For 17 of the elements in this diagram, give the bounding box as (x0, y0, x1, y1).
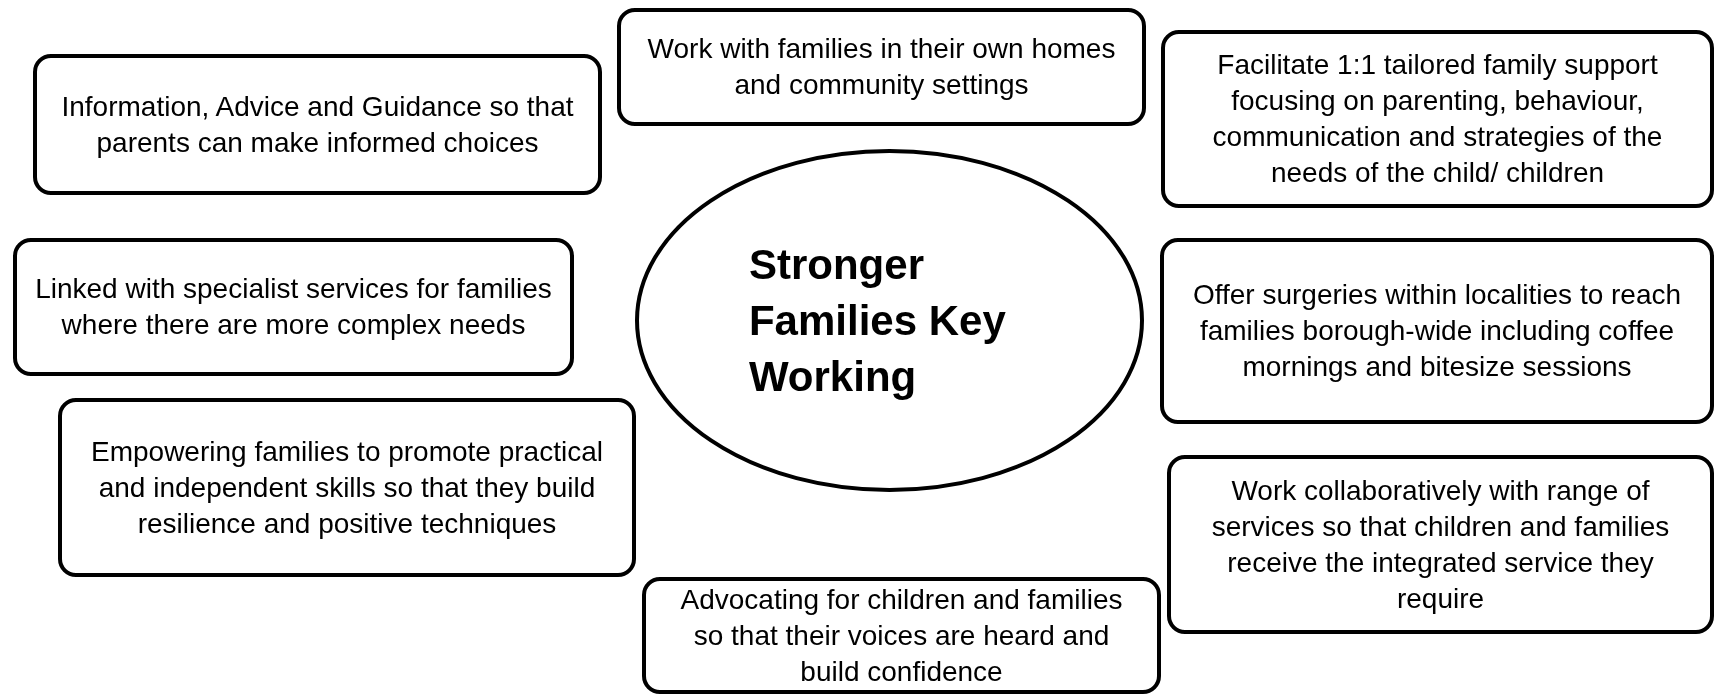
text-box (1161, 30, 1714, 208)
box-text: Empowering families to promote practical and independent skills so that they build resilience and positive techniques (90, 434, 604, 541)
box-text: Advocating for children and families so that their voices are heard and build confidence (679, 582, 1124, 689)
text-box (1167, 455, 1714, 634)
box-text: Linked with specialist services for families where there are more complex needs (35, 272, 552, 342)
text-box (617, 8, 1146, 126)
box-text: Work collaboratively with range of services so that children and families receive the integrated service they require (1210, 473, 1671, 616)
box-text: Offer surgeries within localities to reach families borough-wide including coffee mornings and bitesize sessions (1191, 278, 1683, 384)
text-box (58, 398, 636, 577)
center-title: Stronger Families Key Working (748, 239, 1007, 402)
text-box (642, 577, 1161, 694)
box-text: Facilitate 1:1 tailored family support focusing on parenting, behaviour, communication and strategies of the needs of the child/ children (1211, 48, 1664, 190)
box-text: Information, Advice and Guidance so that parents can make informed choices (60, 89, 575, 160)
text-box (13, 238, 574, 376)
text-box (33, 54, 602, 195)
text-box (1160, 238, 1714, 424)
box-text: Work with families in their own homes and community settings (646, 32, 1117, 102)
